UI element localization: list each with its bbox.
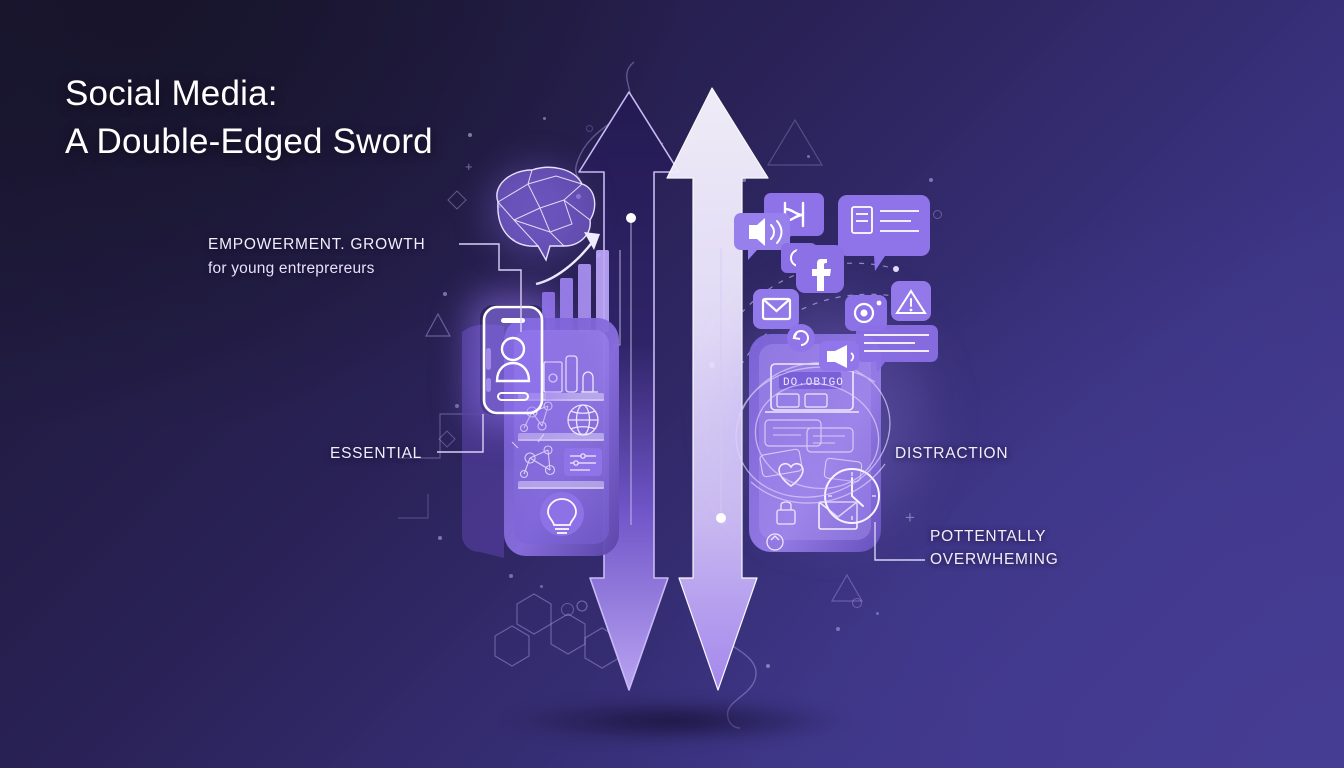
rising-trend-arrow-icon [535,239,595,286]
shelf-bar [518,433,604,441]
user-avatar-icon [495,336,531,383]
diamond-outline-icon [447,190,467,210]
envelope-mail-icon [753,289,799,329]
facebook-icon [796,245,844,293]
lock-icon [776,501,796,525]
squiggle-line-decoration [562,60,652,180]
diamond-outline-icon [438,430,456,448]
connector-overwhelming [845,522,935,578]
connector-essential [437,414,507,464]
label-empowerment-growth: EMPOWERMENT. GROWTH for young entreprere… [208,233,425,282]
smartphone-profile-icon [478,303,550,419]
title-line-1: Social Media: [65,74,278,113]
label-empowerment-sub: for young entreprereurs [208,260,375,277]
settings-panel-icon [564,448,602,476]
connection-arcs [700,215,940,415]
lightbulb-idea-icon [540,492,584,536]
heart-like-icon [778,462,804,487]
brain-network-icon [496,166,596,262]
shelf-bar [518,481,604,489]
guide-dot [716,513,726,523]
guide-dot [626,213,636,223]
triangle-outline-icon [424,312,452,338]
rising-trend-arrow-head [584,232,600,250]
title-line-2: A Double-Edged Sword [65,122,433,161]
page-title: Social Media: A Double-Edged Sword [65,70,433,166]
laptop-screen-icon: DO.OBIGO [765,363,859,413]
notification-stack-icon [759,419,863,483]
product-shelf-icon [543,355,598,393]
refresh-icon [766,533,784,551]
network-nodes-icon [511,433,556,479]
orbit-swirl-lines [735,362,891,504]
right-device-composition: DO.OBIGO [735,320,920,575]
down-arrow-negative [666,87,769,691]
label-overwhelming: POTTENTALLY OVERWHEMING [930,525,1059,571]
envelope-mail-icon [818,501,858,530]
label-empowerment-caps: EMPOWERMENT. GROWTH [208,236,426,253]
triangle-outline-icon [766,118,824,168]
chat-bubble-lines-icon [856,325,938,373]
warning-triangle-icon [891,281,931,321]
megaphone-icon [819,341,859,371]
label-overwhelming-line-2: OVERWHEMING [930,551,1059,568]
triangle-outline-icon [830,573,864,603]
label-overwhelming-line-1: POTTENTALLY [930,528,1047,545]
connector-empowerment [459,236,529,336]
speaker-loud-icon [734,213,790,260]
refresh-icon [787,324,815,352]
chat-bubble-lines-icon [838,195,930,271]
globe-icon [567,404,599,436]
clock-icon [824,468,880,524]
label-distraction: DISTRACTION [895,445,1009,462]
label-essential: ESSENTIAL [330,445,423,462]
device-screen [759,344,871,540]
camera-icon [845,295,887,331]
social-icon-cloud [734,185,938,375]
ground-shadow [432,690,916,752]
